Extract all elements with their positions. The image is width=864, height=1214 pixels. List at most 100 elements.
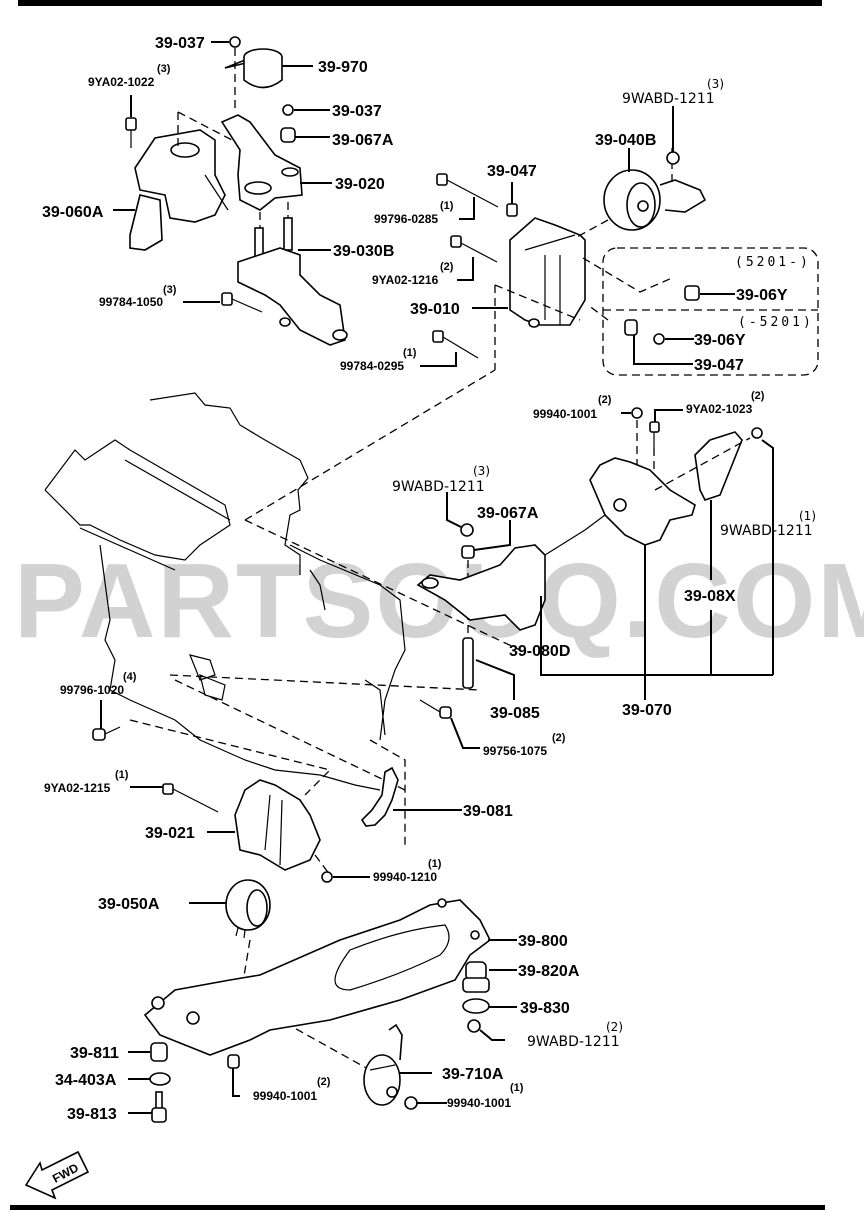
label-39-040B[interactable]: 39-040B bbox=[595, 132, 656, 149]
clip-39-06Y-upper[interactable] bbox=[684, 285, 700, 301]
label-39-060A[interactable]: 39-060A bbox=[42, 204, 104, 221]
label-39-070[interactable]: 39-070 bbox=[622, 702, 672, 719]
dash-line-engine-lower bbox=[169, 674, 481, 791]
bolt-99784-1050[interactable] bbox=[221, 292, 263, 313]
bracket-39-021[interactable] bbox=[234, 779, 321, 871]
bolt-9YA02-1022[interactable] bbox=[125, 117, 137, 148]
label-39-080D[interactable]: 39-080D bbox=[509, 643, 570, 660]
washer-34-403A[interactable] bbox=[149, 1072, 171, 1086]
label-39-050A[interactable]: 39-050A bbox=[98, 896, 160, 913]
nut-39-037-mid[interactable] bbox=[282, 104, 294, 116]
label-39-085[interactable]: 39-085 bbox=[490, 705, 540, 722]
nut-9WABD-1211-top[interactable] bbox=[666, 151, 680, 165]
bolt-99784-0295[interactable] bbox=[432, 330, 479, 359]
bolt-9YA02-1216[interactable] bbox=[450, 235, 498, 263]
label-39-047-top[interactable]: 39-047 bbox=[487, 163, 537, 180]
washer-39-047-top[interactable] bbox=[506, 203, 518, 217]
label-39-970[interactable]: 39-970 bbox=[318, 59, 368, 76]
label-39-081[interactable]: 39-081 bbox=[463, 803, 513, 820]
nut-99940-1001-bottom-right[interactable] bbox=[404, 1096, 418, 1110]
label-99784-1050[interactable]: 99784-1050 bbox=[99, 295, 163, 309]
qty-9WABD-1211-bottom: (2) bbox=[606, 1020, 623, 1034]
damper-39-970[interactable] bbox=[224, 48, 283, 89]
stud-39-085[interactable] bbox=[462, 637, 474, 689]
mount-39-050A[interactable] bbox=[225, 879, 271, 939]
label-39-047-box[interactable]: 39-047 bbox=[694, 357, 744, 374]
label-9WABD-1211-top[interactable]: 9WABD-1211 bbox=[622, 91, 715, 107]
mount-39-040B[interactable] bbox=[603, 169, 707, 231]
bolt-9YA02-1215[interactable] bbox=[162, 783, 219, 813]
bolt-99756-1075[interactable] bbox=[419, 699, 452, 719]
arm-39-080D[interactable] bbox=[416, 514, 606, 631]
label-9WABD-1211-mid-left[interactable]: 9WABD-1211 bbox=[392, 479, 485, 495]
label-39-037-mid[interactable]: 39-037 bbox=[332, 103, 382, 120]
nut-99940-1001-mid[interactable] bbox=[631, 407, 643, 419]
label-39-800[interactable]: 39-800 bbox=[518, 933, 568, 950]
label-99940-1210[interactable]: 99940-1210 bbox=[373, 870, 437, 884]
dash-060A-to-020 bbox=[177, 111, 233, 150]
label-9WABD-1211-mid-right[interactable]: 9WABD-1211 bbox=[720, 523, 813, 539]
mount-39-060A[interactable] bbox=[129, 129, 229, 251]
bushing-39-067A-mid[interactable] bbox=[461, 545, 475, 559]
label-39-811[interactable]: 39-811 bbox=[70, 1045, 119, 1062]
label-39-710A[interactable]: 39-710A bbox=[442, 1066, 504, 1083]
bushing-39-067A-top[interactable] bbox=[280, 127, 296, 143]
top-border-bar bbox=[18, 0, 822, 6]
bolt-39-813[interactable] bbox=[151, 1091, 167, 1123]
label-99940-1001-bottom-left[interactable]: 99940-1001 bbox=[253, 1089, 317, 1103]
label-9YA02-1023[interactable]: 9YA02-1023 bbox=[686, 402, 753, 416]
nut-9WABD-1211-mid-right[interactable] bbox=[751, 427, 763, 439]
label-99784-0295[interactable]: 99784-0295 bbox=[340, 359, 404, 373]
label-99796-1020[interactable]: 99796-1020 bbox=[60, 683, 124, 697]
bushing-39-820A[interactable] bbox=[462, 961, 490, 993]
label-39-021[interactable]: 39-021 bbox=[145, 825, 195, 842]
label-9YA02-1022[interactable]: 9YA02-1022 bbox=[88, 75, 155, 89]
label-39-830[interactable]: 39-830 bbox=[520, 1000, 570, 1017]
qty-99756-1075: (2) bbox=[552, 732, 566, 744]
label-39-06Y-upper[interactable]: 39-06Y bbox=[736, 287, 788, 304]
label-39-08X[interactable]: 39-08X bbox=[684, 588, 736, 605]
bolt-99796-0285[interactable] bbox=[436, 173, 499, 208]
label-39-820A[interactable]: 39-820A bbox=[518, 963, 580, 980]
arm-39-020[interactable] bbox=[220, 114, 303, 211]
part-labels: 39-037 39-970 (3) 9YA02-1022 39-037 39-0… bbox=[42, 35, 816, 1123]
clip-39-06Y-lower[interactable] bbox=[653, 333, 665, 345]
link-39-081[interactable] bbox=[360, 766, 399, 827]
label-9YA02-1216[interactable]: 9YA02-1216 bbox=[372, 273, 439, 287]
label-9YA02-1215[interactable]: 9YA02-1215 bbox=[44, 781, 111, 795]
label-34-403A[interactable]: 34-403A bbox=[55, 1072, 117, 1089]
label-39-067A-top[interactable]: 39-067A bbox=[332, 132, 394, 149]
nut-39-037-top[interactable] bbox=[229, 36, 241, 48]
nut-9WABD-1211-bottom[interactable] bbox=[467, 1019, 481, 1033]
label-9WABD-1211-bottom[interactable]: 9WABD-1211 bbox=[527, 1034, 620, 1050]
nut-9WABD-1211-mid-left[interactable] bbox=[460, 523, 474, 537]
label-99940-1001-mid[interactable]: 99940-1001 bbox=[533, 407, 597, 421]
label-39-020[interactable]: 39-020 bbox=[335, 176, 385, 193]
label-39-010[interactable]: 39-010 bbox=[410, 301, 460, 318]
bracket-39-030B[interactable] bbox=[237, 217, 348, 346]
label-39-037-top[interactable]: 39-037 bbox=[155, 35, 205, 52]
washer-39-047-box[interactable] bbox=[624, 319, 638, 336]
bracket-39-070[interactable] bbox=[589, 457, 696, 546]
qty-9WABD-1211-mid-left: (3) bbox=[473, 464, 490, 478]
label-39-813[interactable]: 39-813 bbox=[67, 1106, 117, 1123]
qty-9YA02-1216: (2) bbox=[440, 261, 454, 273]
bolt-9YA02-1023[interactable] bbox=[649, 421, 660, 448]
label-99756-1075[interactable]: 99756-1075 bbox=[483, 744, 547, 758]
label-39-06Y-lower[interactable]: 39-06Y bbox=[694, 332, 746, 349]
bottom-border-bar bbox=[10, 1205, 825, 1210]
bushing-39-830[interactable] bbox=[462, 998, 490, 1014]
mount-39-710A[interactable] bbox=[363, 1023, 403, 1106]
label-39-030B[interactable]: 39-030B bbox=[333, 243, 394, 260]
label-39-067A-mid[interactable]: 39-067A bbox=[477, 505, 539, 522]
label-99940-1001-bottom-right[interactable]: 99940-1001 bbox=[447, 1096, 511, 1110]
subframe-39-800[interactable] bbox=[143, 898, 492, 1056]
bolt-99796-1020[interactable] bbox=[92, 726, 121, 741]
label-99796-0285[interactable]: 99796-0285 bbox=[374, 212, 438, 226]
nut-99940-1210[interactable] bbox=[321, 871, 333, 883]
bracket-39-010[interactable] bbox=[509, 217, 586, 328]
bracket-39-08X[interactable] bbox=[694, 431, 743, 501]
nut-99940-1001-bottom-left[interactable] bbox=[227, 1054, 240, 1069]
bushing-39-811[interactable] bbox=[150, 1042, 168, 1062]
